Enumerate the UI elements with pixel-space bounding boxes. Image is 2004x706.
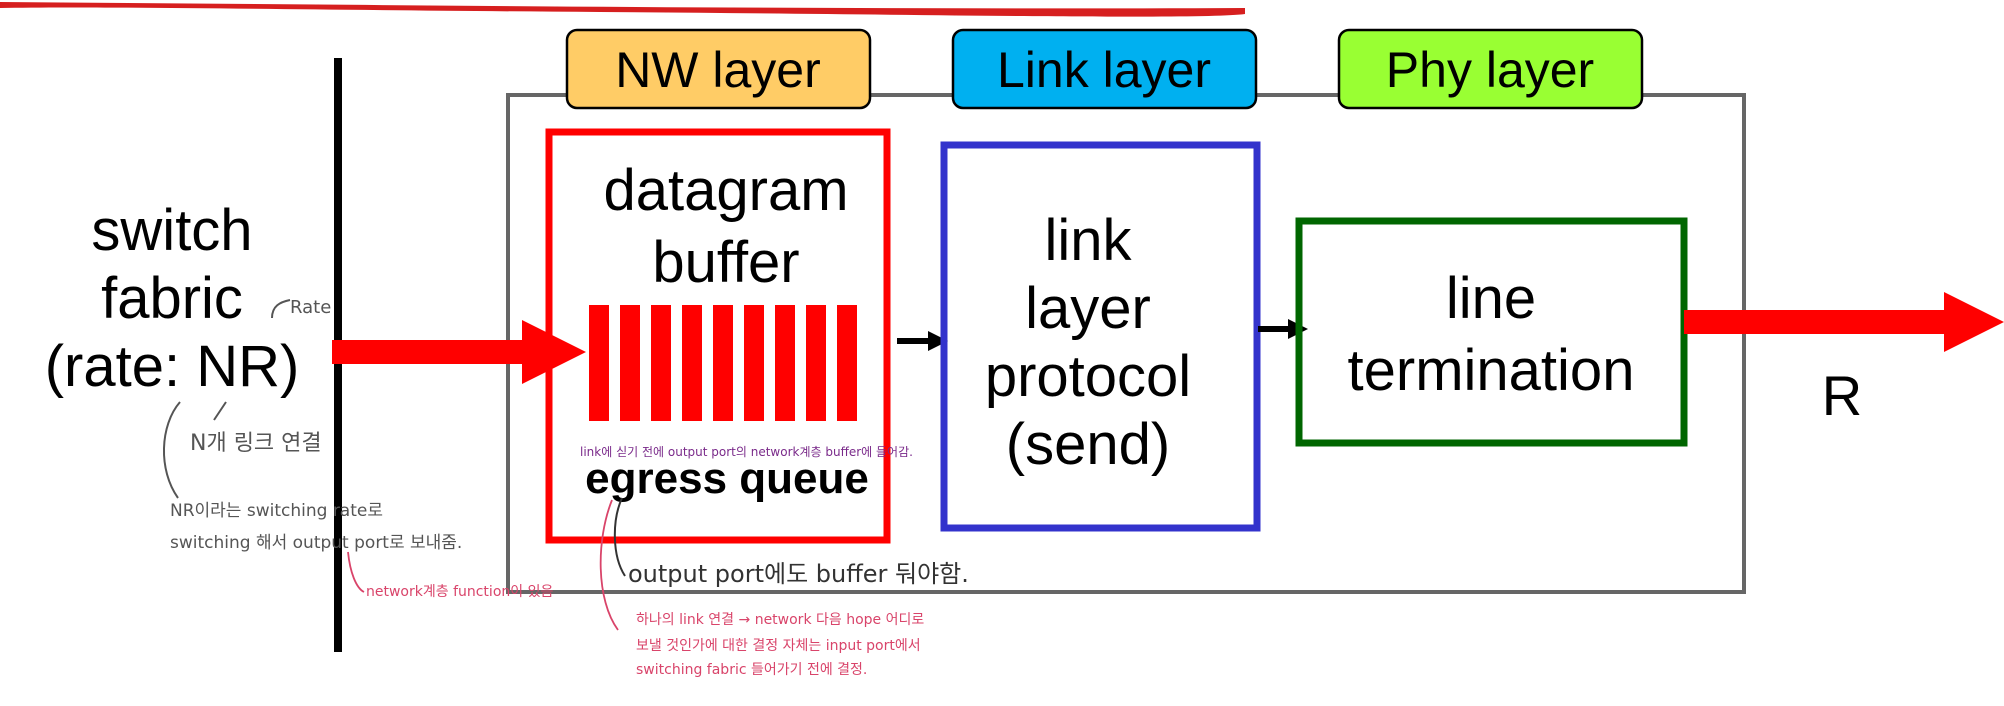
- svg-text:protocol: protocol: [985, 344, 1191, 409]
- svg-text:(rate: NR): (rate: NR): [45, 334, 300, 399]
- datagram-buffer-box: [545, 128, 891, 544]
- buffer-label: buffer: [652, 230, 799, 295]
- svg-text:layer: layer: [1025, 276, 1151, 341]
- pink-note-line2: 보낼 것인가에 대한 결정 자체는 input port에서: [636, 638, 921, 654]
- svg-text:fabric: fabric: [101, 266, 243, 331]
- output-rate-label: R: [1822, 364, 1862, 427]
- svg-text:link: link: [1044, 208, 1132, 273]
- pink-note-line1: 하나의 link 연결 → network 다음 hope 어디로: [636, 612, 924, 628]
- link-protocol-label: link layer protocol (send): [985, 208, 1191, 477]
- link-protocol-box: [940, 141, 1261, 532]
- nr-note-curve: [162, 401, 181, 499]
- nw-layer-tab: NW layer: [565, 28, 872, 110]
- pink-note-line3: switching fabric 들어가기 전에 결정.: [636, 662, 867, 678]
- queue-bars: [589, 305, 857, 421]
- network-function-note: network계층 function이 있음: [366, 584, 553, 600]
- nr-note-line2: switching 해서 output port로 보내줌.: [170, 533, 462, 553]
- egress-queue-label: egress queue: [585, 454, 869, 503]
- arrow-buffer-to-protocol: [897, 331, 948, 351]
- nr-note-line1: NR이라는 switching rate로: [170, 501, 383, 521]
- output-arrow: [1684, 292, 2004, 352]
- purple-note: link에 싣기 전에 output port의 network계층 buffe…: [580, 445, 913, 459]
- nw-layer-label: NW layer: [615, 42, 821, 98]
- rate-note: Rate: [290, 297, 331, 318]
- datagram-label: datagram: [603, 158, 848, 223]
- rate-note-curve: [271, 299, 291, 319]
- output-buffer-curve: [613, 497, 626, 577]
- line-termination-box: [1295, 217, 1688, 447]
- input-arrow: [332, 320, 586, 384]
- switch-fabric-label: switch fabric (rate: NR): [45, 198, 300, 399]
- link-layer-tab: Link layer: [951, 28, 1258, 110]
- pink-note-curve: [599, 499, 619, 631]
- marker-stroke-top: [0, 2, 1245, 17]
- phy-layer-label: Phy layer: [1386, 42, 1594, 98]
- network-function-curve: [347, 551, 365, 593]
- phy-layer-tab: Phy layer: [1337, 28, 1644, 110]
- n-links-note: N개 링크 연결: [190, 431, 322, 456]
- output-buffer-note: output port에도 buffer 둬야함.: [628, 560, 969, 588]
- n-links-tick: [213, 401, 227, 421]
- link-layer-label: Link layer: [997, 42, 1211, 98]
- svg-text:switch: switch: [91, 198, 252, 263]
- termination-label: termination: [1348, 338, 1635, 403]
- svg-text:(send): (send): [1006, 412, 1170, 477]
- line-label: line: [1446, 266, 1536, 331]
